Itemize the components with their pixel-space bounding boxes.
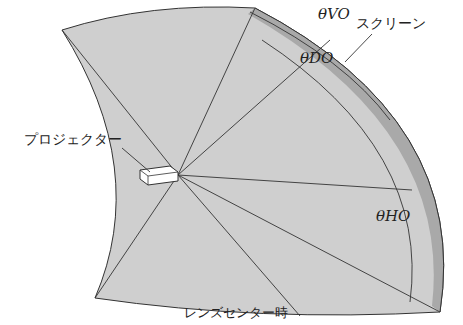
part-name: プロジェクター [24, 132, 122, 147]
leader-lines [122, 34, 372, 172]
angle-label: θDO [300, 50, 333, 67]
angle-label: θVO [318, 6, 350, 23]
screen-border [255, 8, 444, 312]
screen-surface [62, 7, 444, 315]
angle-label: θHO [376, 208, 410, 225]
screen-edge [248, 8, 444, 312]
part-name: スクリーン [356, 16, 426, 31]
caption: レンズセンター時 [184, 306, 288, 320]
projection-lines [62, 8, 440, 316]
